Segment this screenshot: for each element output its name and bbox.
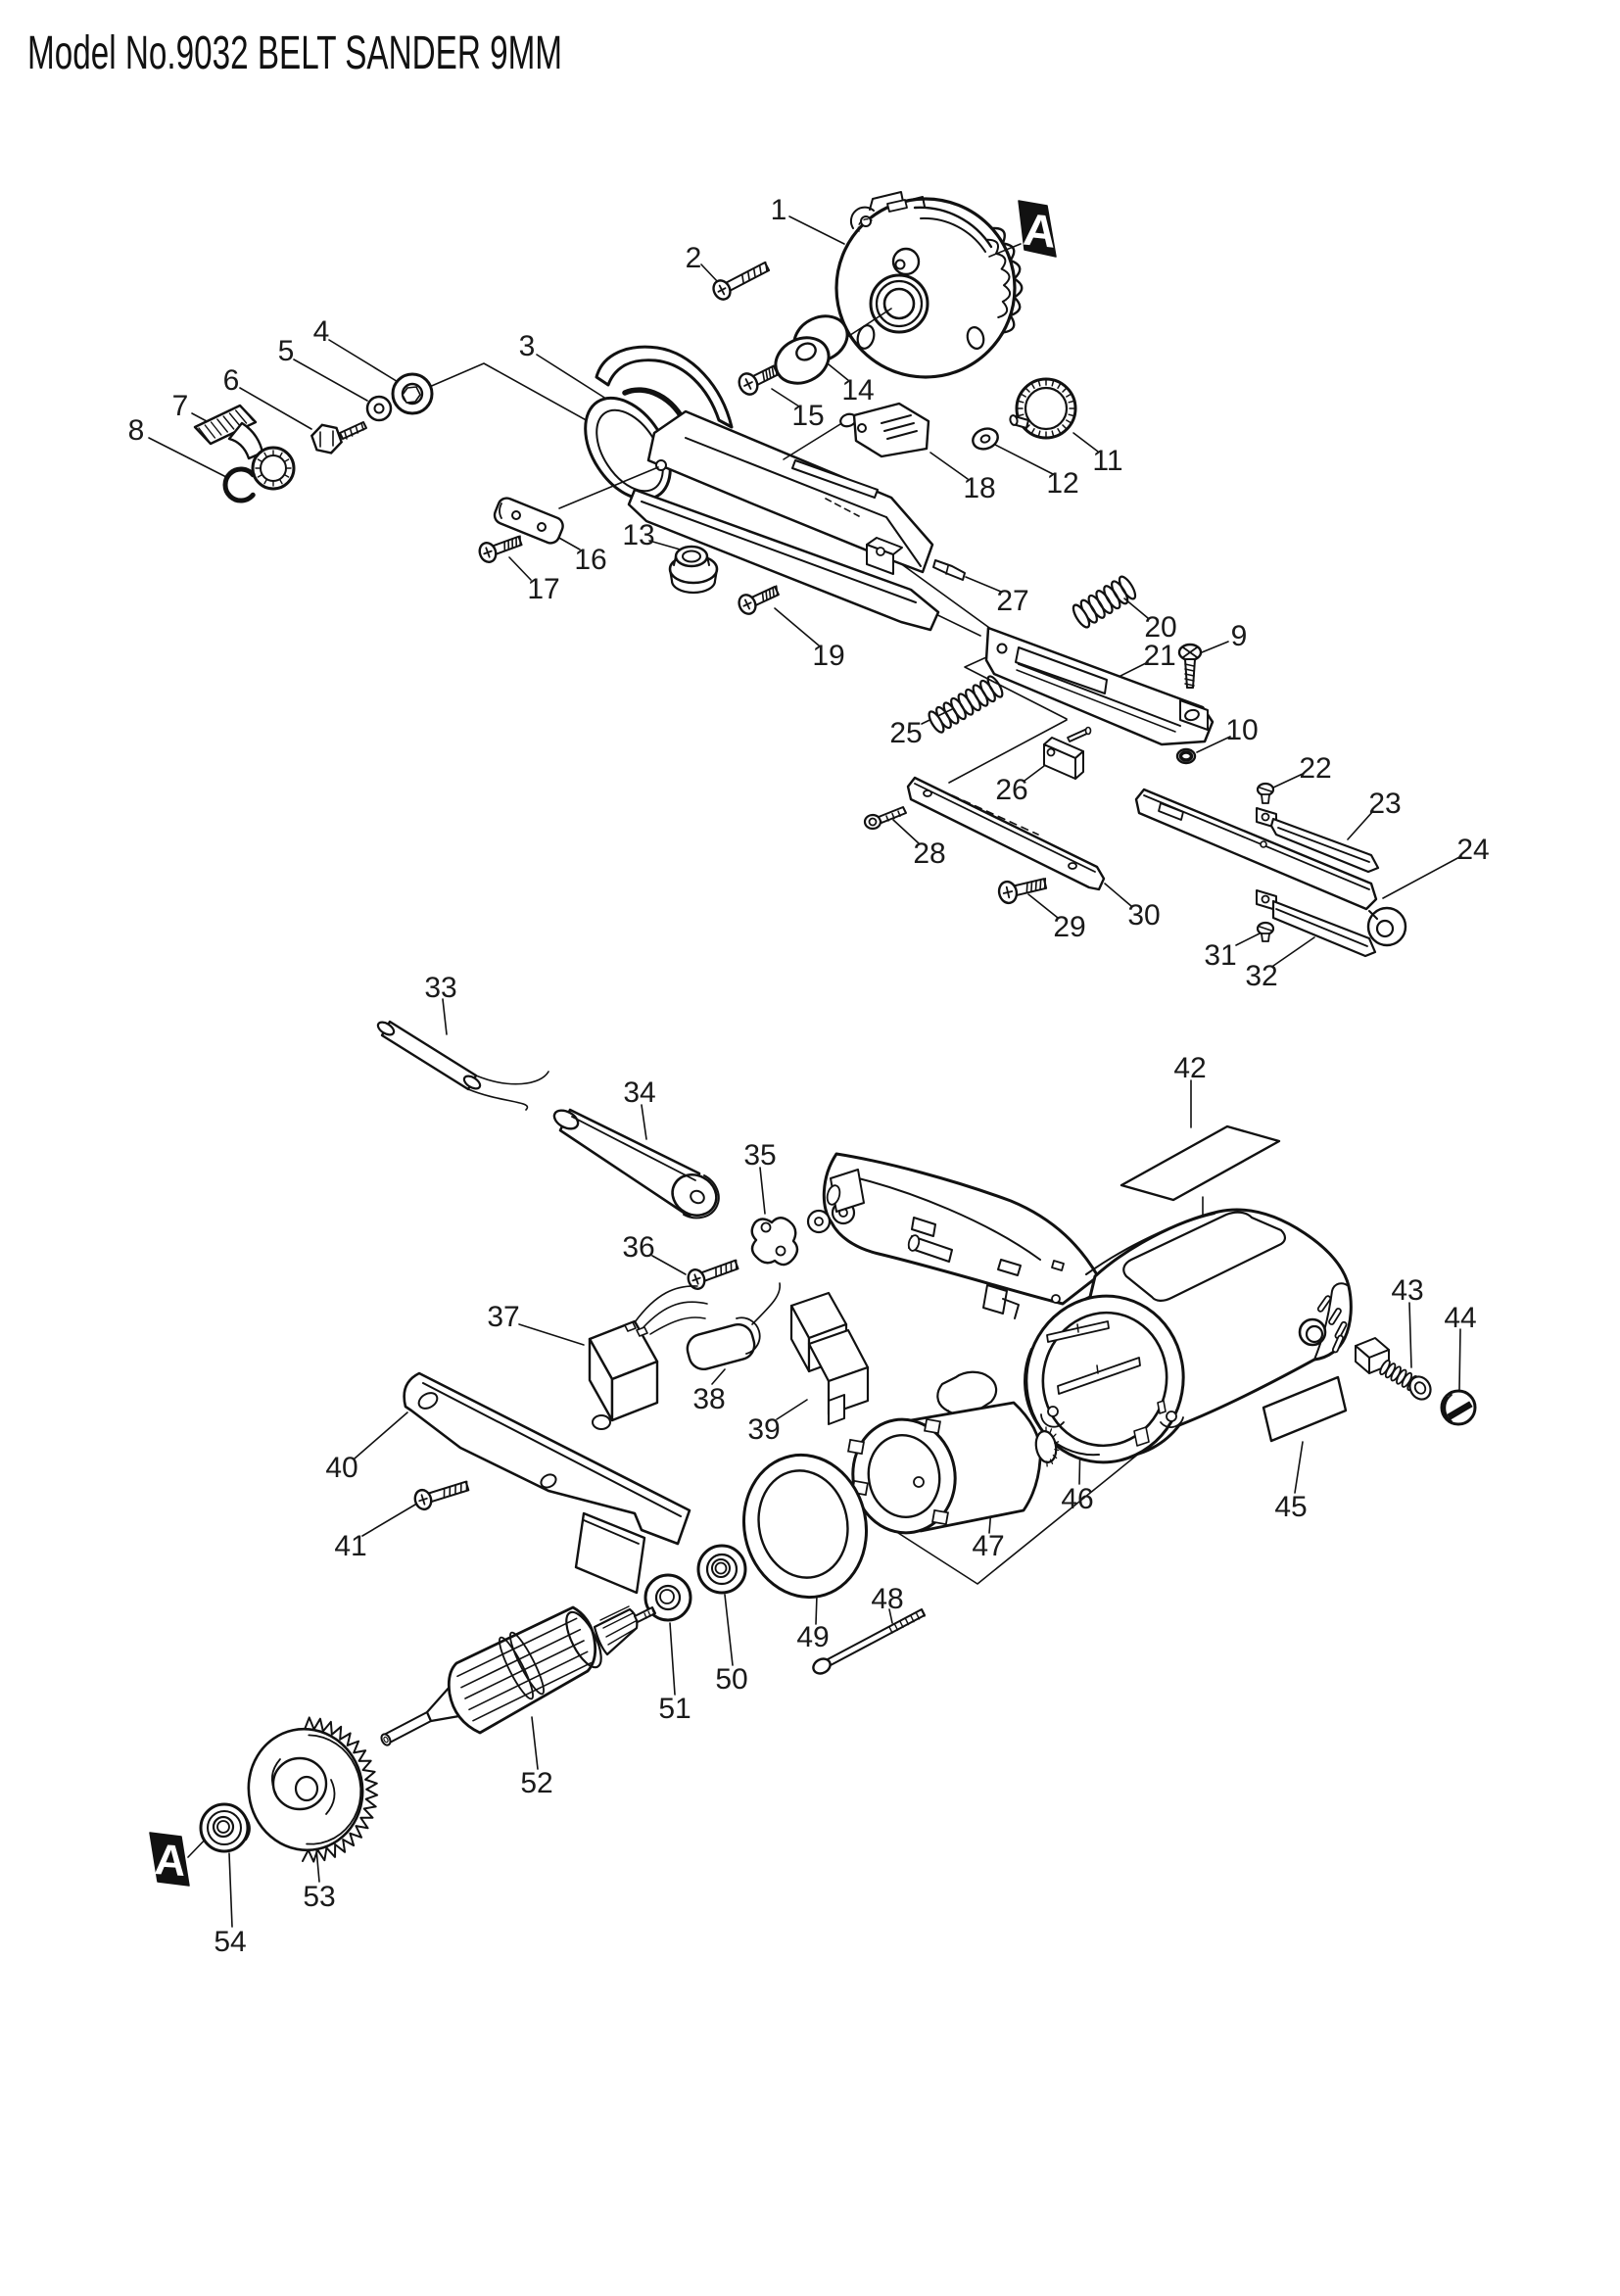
svg-text:36: 36 [622, 1231, 654, 1264]
svg-text:4: 4 [313, 315, 330, 348]
svg-text:15: 15 [791, 400, 824, 432]
svg-text:48: 48 [871, 1583, 903, 1615]
svg-text:27: 27 [996, 585, 1028, 617]
svg-text:40: 40 [325, 1452, 357, 1484]
svg-text:26: 26 [995, 774, 1027, 806]
svg-text:2: 2 [686, 242, 702, 274]
svg-text:32: 32 [1245, 960, 1277, 992]
svg-text:22: 22 [1299, 752, 1331, 785]
svg-text:53: 53 [303, 1881, 335, 1913]
svg-text:24: 24 [1456, 834, 1489, 866]
svg-text:52: 52 [520, 1767, 552, 1799]
svg-text:5: 5 [278, 335, 295, 367]
svg-text:10: 10 [1225, 714, 1258, 746]
svg-text:39: 39 [747, 1413, 780, 1446]
svg-text:A: A [1022, 204, 1059, 258]
svg-text:23: 23 [1368, 788, 1401, 820]
svg-text:33: 33 [424, 972, 456, 1004]
svg-text:17: 17 [527, 573, 559, 605]
svg-text:42: 42 [1173, 1052, 1206, 1084]
svg-text:19: 19 [812, 640, 844, 672]
svg-text:18: 18 [963, 472, 995, 504]
svg-text:50: 50 [715, 1663, 747, 1696]
svg-text:13: 13 [622, 519, 654, 551]
svg-text:46: 46 [1061, 1483, 1093, 1515]
svg-text:3: 3 [519, 330, 536, 362]
svg-text:7: 7 [172, 390, 189, 422]
svg-text:Model No.9032 BELT SANDER 9MM: Model No.9032 BELT SANDER 9MM [27, 27, 562, 79]
svg-text:47: 47 [972, 1530, 1004, 1562]
svg-text:28: 28 [913, 837, 945, 870]
svg-text:38: 38 [692, 1383, 725, 1415]
svg-text:51: 51 [658, 1693, 691, 1725]
svg-text:45: 45 [1274, 1491, 1307, 1523]
svg-text:35: 35 [743, 1139, 776, 1172]
svg-text:31: 31 [1204, 939, 1236, 972]
svg-text:6: 6 [223, 364, 240, 397]
svg-text:16: 16 [574, 544, 606, 576]
svg-text:54: 54 [214, 1926, 246, 1958]
svg-text:12: 12 [1046, 467, 1078, 500]
svg-text:37: 37 [487, 1301, 519, 1333]
svg-text:21: 21 [1143, 640, 1175, 672]
svg-text:34: 34 [623, 1076, 655, 1109]
svg-text:1: 1 [771, 194, 787, 226]
svg-text:A: A [153, 1836, 187, 1886]
svg-text:11: 11 [1092, 445, 1122, 477]
svg-text:8: 8 [128, 414, 145, 447]
svg-text:29: 29 [1053, 911, 1085, 943]
svg-text:43: 43 [1391, 1274, 1423, 1307]
svg-text:30: 30 [1127, 899, 1160, 932]
svg-text:41: 41 [334, 1530, 366, 1562]
svg-text:9: 9 [1231, 620, 1248, 652]
svg-text:25: 25 [889, 717, 922, 749]
svg-text:14: 14 [841, 374, 874, 407]
svg-text:44: 44 [1444, 1302, 1476, 1334]
svg-text:49: 49 [796, 1621, 829, 1653]
